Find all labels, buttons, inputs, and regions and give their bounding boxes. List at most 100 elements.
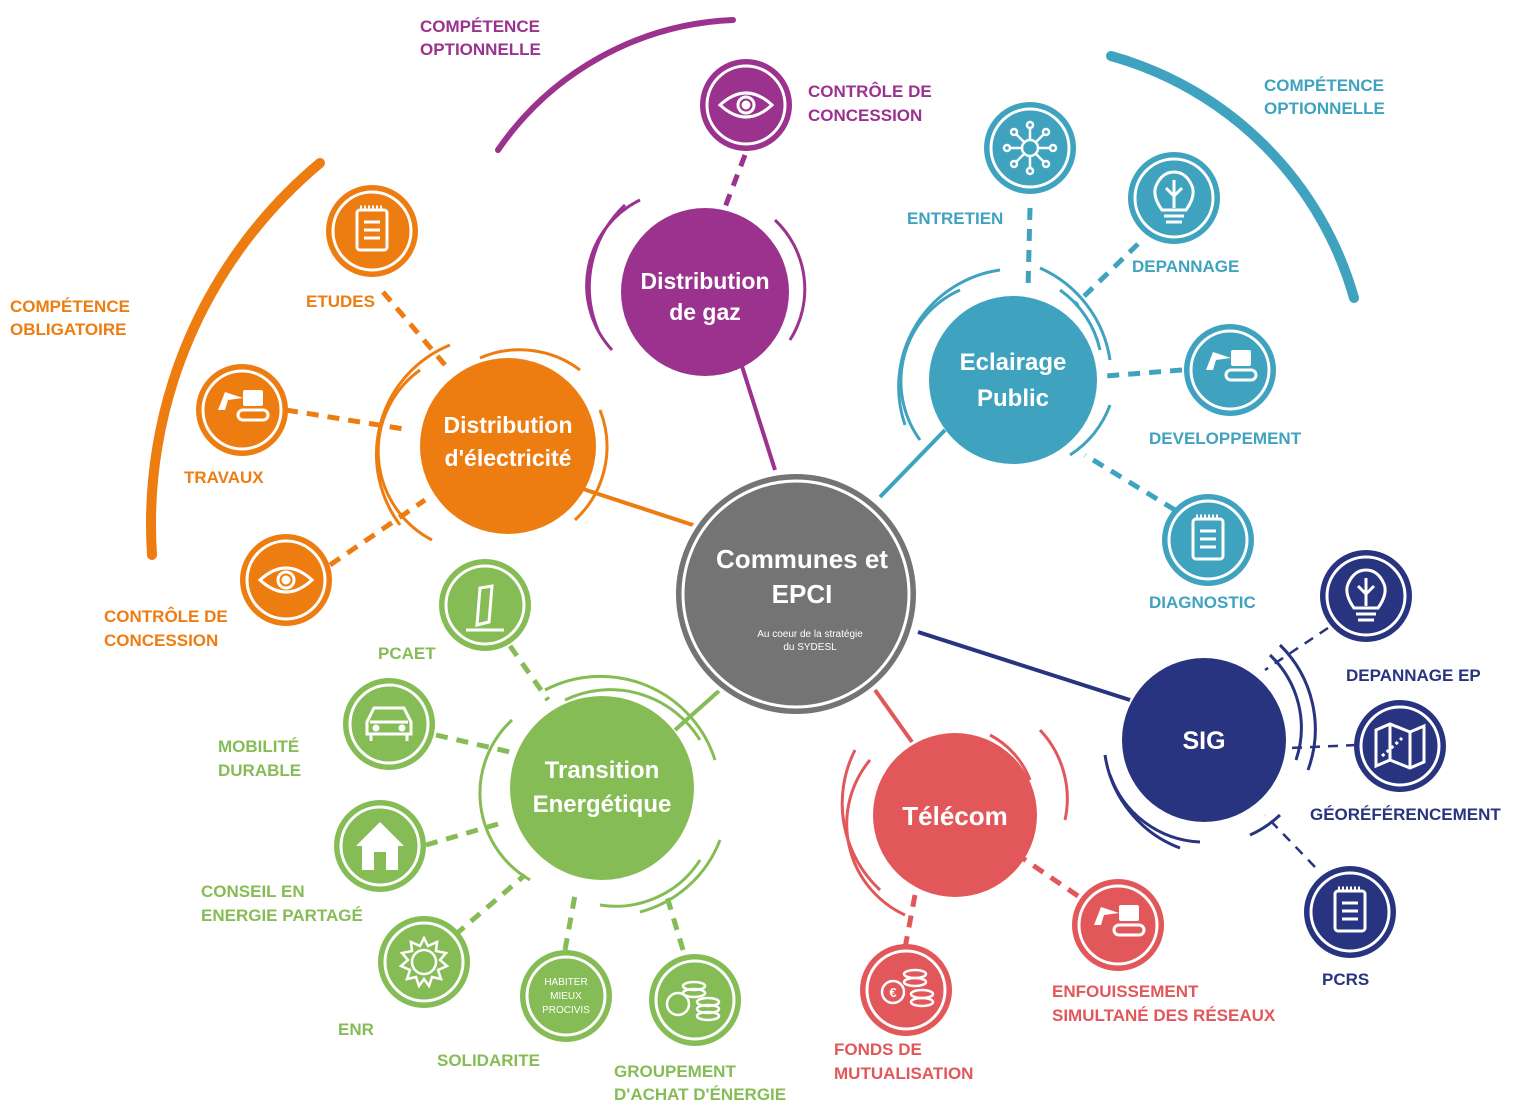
dash-pcrs — [1264, 814, 1316, 868]
network-icon — [1002, 120, 1058, 176]
node-pcrs[interactable] — [1304, 866, 1396, 958]
hub-transition-line1: Transition — [545, 757, 660, 784]
center-title-line1: Communes et — [716, 544, 888, 574]
label-travaux: TRAVAUX — [184, 468, 264, 487]
hub-electricite-line2: d'électricité — [445, 445, 572, 471]
coins-stack-icon — [665, 980, 721, 1022]
label-conseil-line2: ENERGIE PARTAGÉ — [201, 906, 363, 925]
label-georef: GÉORÉFÉRENCEMENT — [1310, 805, 1501, 824]
dash-controle-gaz — [719, 154, 748, 216]
node-travaux[interactable] — [196, 364, 288, 456]
node-entretien[interactable] — [984, 102, 1076, 194]
hub-electricite[interactable]: Distribution d'électricité — [375, 343, 609, 542]
optionnelle-gaz-arc — [495, 17, 736, 153]
center-subtitle-line2: du SYDESL — [783, 642, 837, 653]
hub-transition[interactable]: Transition Energétique — [478, 674, 722, 914]
label-diagnostic: DIAGNOSTIC — [1149, 593, 1256, 612]
label-controle-gaz-line2: CONCESSION — [808, 106, 922, 125]
car-icon — [365, 706, 413, 741]
node-developpement[interactable] — [1184, 324, 1276, 416]
label-pcaet: PCAET — [378, 644, 436, 663]
node-conseil[interactable] — [334, 800, 426, 892]
eye-icon — [257, 566, 315, 594]
node-enr[interactable] — [378, 916, 470, 1008]
dash-pcaet — [507, 644, 551, 702]
node-groupement[interactable] — [649, 954, 741, 1046]
habiter-line2: MIEUX — [550, 991, 582, 1002]
node-diagnostic[interactable] — [1162, 494, 1254, 586]
node-pcaet[interactable] — [439, 559, 531, 651]
coins-icon: € — [880, 968, 935, 1008]
node-habiter-mieux[interactable]: HABITER MIEUX PROCIVIS — [520, 950, 612, 1042]
dash-depannage-ep — [1264, 626, 1329, 672]
lightbulb-icon — [1153, 170, 1195, 224]
notepad-icon — [355, 205, 389, 252]
hub-transition-line2: Energétique — [533, 791, 672, 818]
eye-icon — [717, 91, 775, 119]
arc-optionnelle-gaz-line1: COMPÉTENCE — [420, 17, 540, 36]
notepad-icon — [1333, 886, 1367, 933]
lightbulb-icon — [1345, 568, 1387, 622]
label-fonds-line1: FONDS DE — [834, 1040, 922, 1059]
excavator-icon — [1094, 905, 1146, 937]
dash-habiter — [562, 894, 578, 951]
label-enfouissement-line1: ENFOUISSEMENT — [1052, 982, 1199, 1001]
label-depannage: DEPANNAGE — [1132, 257, 1239, 276]
connectors — [285, 154, 1357, 951]
hub-sig-line1: SIG — [1182, 727, 1225, 755]
dash-etudes — [381, 290, 447, 367]
label-enfouissement-line2: SIMULTANÉ DES RÉSEAUX — [1052, 1006, 1276, 1025]
hub-gaz-line1: Distribution — [640, 268, 769, 294]
arc-optionnelle-gaz-line2: OPTIONNELLE — [420, 40, 541, 59]
hub-gaz-line2: de gaz — [669, 299, 741, 325]
center-subtitle-line1: Au coeur de la stratégie — [757, 629, 863, 640]
dash-groupement — [662, 889, 686, 951]
obligatoire-arc — [145, 158, 325, 560]
node-mobilite[interactable] — [343, 678, 435, 770]
dash-enfouissement — [1013, 850, 1080, 899]
label-controle-elec-line1: CONTRÔLE DE — [104, 607, 228, 626]
arc-optionnelle-ep-line1: COMPÉTENCE — [1264, 76, 1384, 95]
hub-gaz[interactable]: Distribution de gaz — [585, 198, 807, 376]
dash-controle-elec — [328, 497, 427, 568]
link-center-electricite — [579, 486, 703, 530]
optionnelle-ep-arc — [1106, 51, 1359, 303]
node-georef[interactable] — [1354, 700, 1446, 792]
link-center-telecom — [873, 688, 914, 744]
label-mobilite-line2: DURABLE — [218, 761, 301, 780]
notepad-icon — [1191, 514, 1225, 561]
hub-eclairage[interactable]: Eclairage Public — [897, 266, 1112, 464]
hub-electricite-line1: Distribution — [443, 412, 572, 438]
center-title-line2: EPCI — [772, 579, 833, 609]
excavator-icon — [1206, 350, 1258, 382]
node-controle-gaz[interactable] — [700, 59, 792, 151]
competence-arcs — [145, 17, 1359, 560]
label-groupement-line2: D'ACHAT D'ÉNERGIE — [614, 1085, 786, 1103]
dash-diagnostic — [1083, 452, 1177, 513]
hub-eclairage-line2: Public — [977, 385, 1049, 412]
node-enfouissement[interactable] — [1072, 879, 1164, 971]
dash-conseil — [425, 819, 506, 848]
label-fonds-line2: MUTUALISATION — [834, 1064, 973, 1083]
label-controle-gaz-line1: CONTRÔLE DE — [808, 82, 932, 101]
node-depannage[interactable] — [1128, 152, 1220, 244]
svg-text:€: € — [889, 985, 896, 1000]
dash-developpement — [1104, 367, 1183, 379]
node-fonds[interactable]: € — [860, 944, 952, 1036]
label-solidarite: SOLIDARITE — [437, 1051, 540, 1070]
node-etudes[interactable] — [326, 185, 418, 277]
dash-depannage — [1073, 242, 1140, 307]
map-icon — [1374, 722, 1426, 770]
node-depannage-ep[interactable] — [1320, 550, 1412, 642]
hub-telecom[interactable]: Télécom — [840, 728, 1069, 917]
dash-enr — [453, 873, 527, 937]
label-developpement: DEVELOPPEMENT — [1149, 429, 1302, 448]
hub-sig[interactable]: SIG — [1103, 643, 1317, 850]
center-node[interactable]: Communes et EPCI Au coeur de la stratégi… — [672, 470, 920, 718]
label-pcrs: PCRS — [1322, 970, 1369, 989]
label-mobilite-line1: MOBILITÉ — [218, 737, 299, 756]
link-center-gaz — [738, 359, 777, 471]
label-entretien: ENTRETIEN — [907, 209, 1003, 228]
node-controle-elec[interactable] — [240, 534, 332, 626]
